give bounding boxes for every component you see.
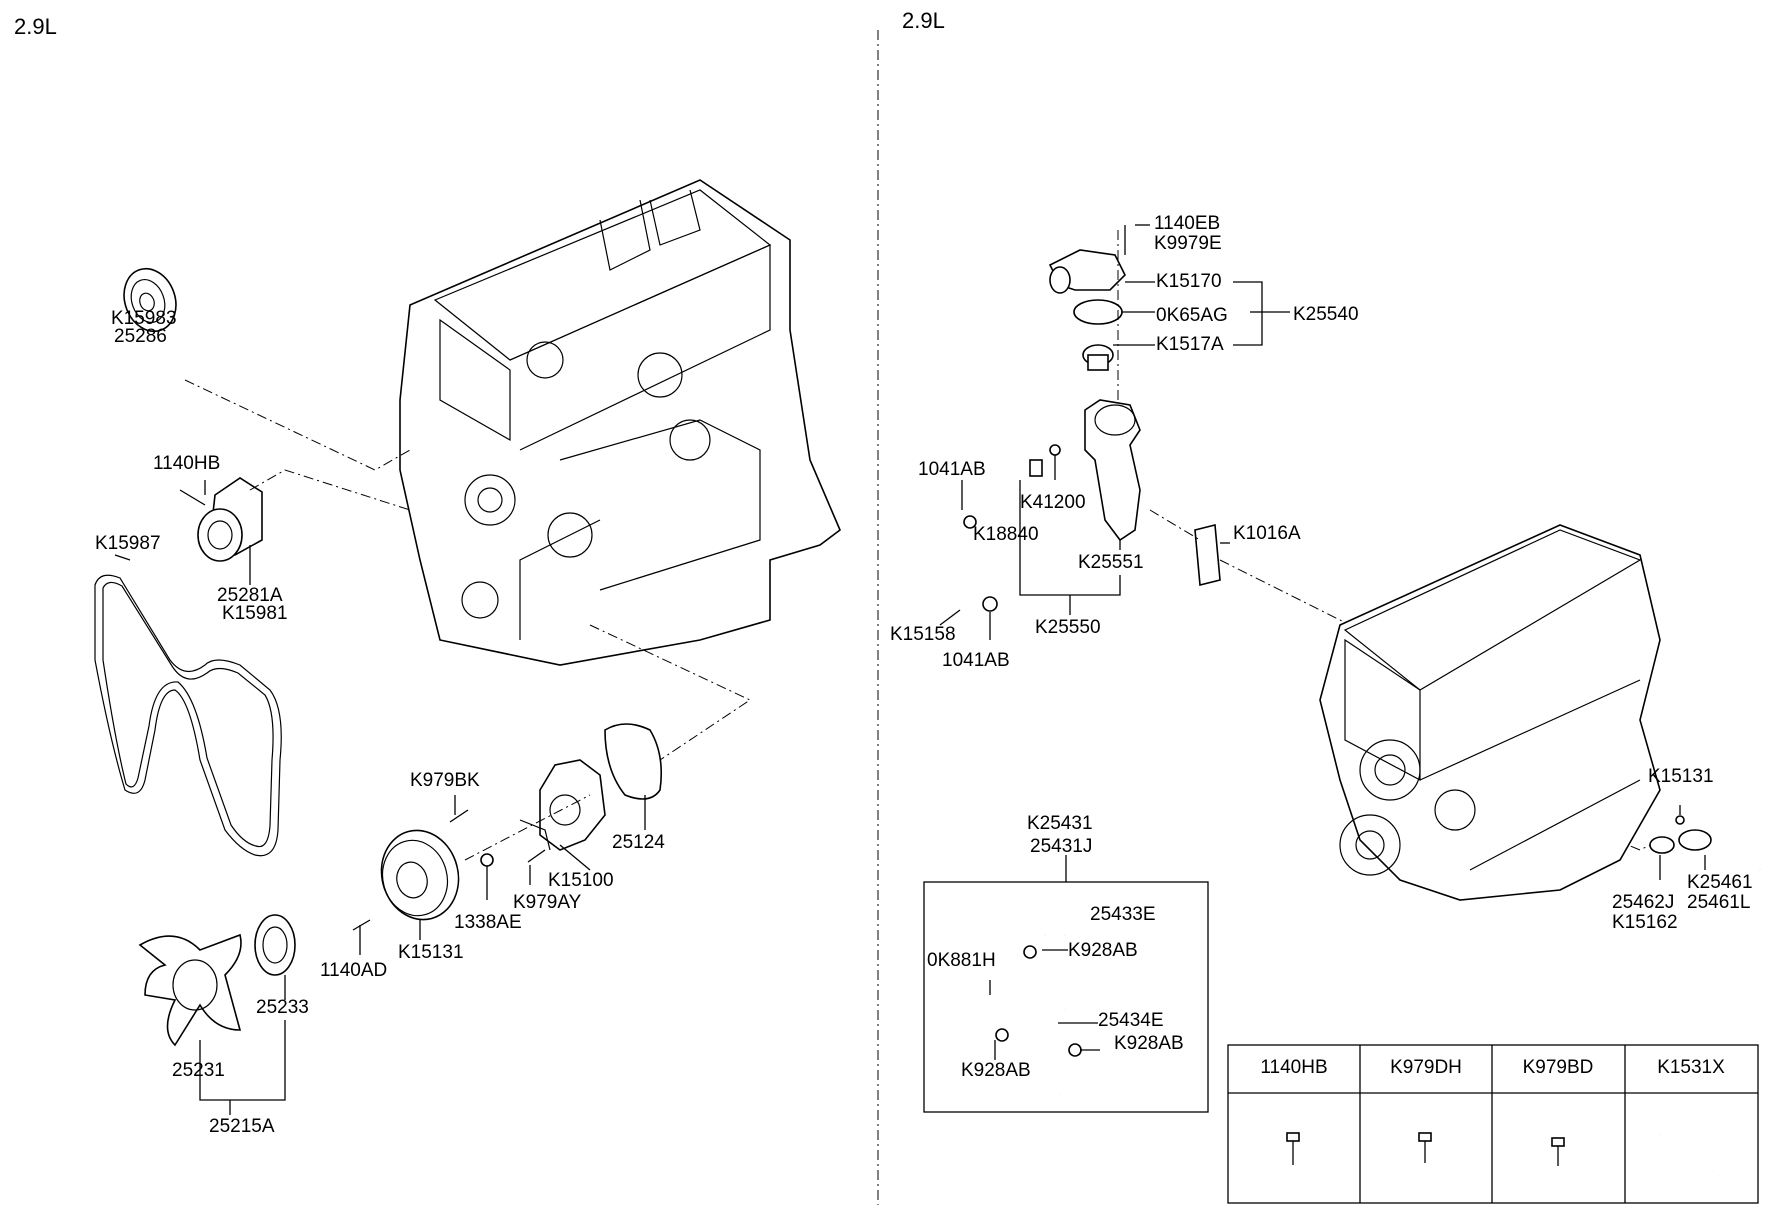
table-header: K979BD (1522, 1057, 1594, 1078)
bolt-icon (1286, 1132, 1300, 1165)
part-label: K1517A (1156, 334, 1224, 355)
part-label: K979AY (513, 892, 582, 913)
fan-clutch (254, 914, 296, 976)
part-label: K928AB (961, 1060, 1031, 1081)
part-label: K25551 (1078, 552, 1144, 573)
water-inlet-pipe (1649, 815, 1764, 874)
section-title-left: 2.9L (14, 14, 57, 39)
part-label: 0K65AG (1156, 305, 1228, 326)
water-pump (519, 759, 606, 851)
engine-block-left (399, 179, 841, 666)
part-label: K15981 (222, 603, 288, 624)
bolt-icon (1418, 1132, 1432, 1163)
part-label: 25434E (1098, 1010, 1164, 1031)
part-label: 1140HB (153, 453, 221, 474)
part-label: 1041AB (942, 650, 1010, 671)
part-label: 1140AD (320, 960, 388, 981)
part-label: 25215A (209, 1116, 275, 1137)
part-label: K15100 (548, 870, 614, 891)
bolt-icon (1551, 1137, 1565, 1166)
part-label: K25461 (1687, 872, 1753, 893)
part-label: 25281A (217, 585, 283, 606)
tensioner (179, 477, 263, 562)
part-label: K15987 (95, 533, 161, 554)
part-label: K9979E (1154, 233, 1222, 254)
parts-table (1227, 1044, 1759, 1204)
table-header: K979DH (1390, 1057, 1462, 1078)
thermostat (1082, 344, 1114, 371)
part-label: K15158 (890, 624, 956, 645)
part-label: 25233 (256, 997, 309, 1018)
part-label: K18840 (973, 524, 1039, 545)
thermostat-housing (1048, 225, 1126, 294)
sensor-parts (1029, 444, 1061, 477)
pump-gasket (604, 723, 663, 800)
part-label: 1338AE (454, 912, 522, 933)
part-label: K41200 (1020, 492, 1086, 513)
hose-detail (954, 924, 1117, 1099)
part-label: K1016A (1233, 523, 1301, 544)
thermostat-gasket (1073, 299, 1123, 325)
part-label: 25433E (1090, 904, 1156, 925)
idler-pulley (123, 267, 177, 333)
table-header: 1140HB (1260, 1057, 1328, 1078)
cooling-fan (138, 933, 242, 1047)
part-label: 25231 (172, 1060, 225, 1081)
outlet-gasket (1194, 523, 1221, 587)
part-label: 25124 (612, 832, 665, 853)
part-label: 1041AB (918, 459, 986, 480)
part-label: K928AB (1114, 1033, 1184, 1054)
engine-block-right (1319, 524, 1661, 901)
pump-pulley (380, 829, 460, 921)
part-label: 25431J (1030, 836, 1093, 857)
part-label: K928AB (1068, 940, 1138, 961)
drive-belt (94, 574, 282, 857)
part-label: K25431 (1027, 813, 1093, 834)
hose-icon (1659, 1130, 1721, 1179)
part-label: K15162 (1612, 912, 1678, 933)
part-label: K15131 (398, 942, 464, 963)
part-label: 25462J (1612, 892, 1675, 913)
part-label: K25540 (1293, 304, 1359, 325)
part-label: 25286 (114, 326, 167, 347)
part-label: K25550 (1035, 617, 1101, 638)
part-label: K15131 (1648, 766, 1714, 787)
section-title-right: 2.9L (902, 8, 945, 33)
part-label: K15170 (1156, 271, 1222, 292)
bypass-hose (939, 515, 998, 612)
part-label: 0K881H (927, 950, 996, 971)
table-header: K1531X (1657, 1057, 1725, 1078)
water-outlet (1084, 399, 1141, 542)
part-label: 1140EB (1154, 213, 1221, 234)
part-label: 25461L (1687, 892, 1751, 913)
part-label: K979BK (410, 770, 480, 791)
part-label: K15983 (111, 308, 177, 329)
